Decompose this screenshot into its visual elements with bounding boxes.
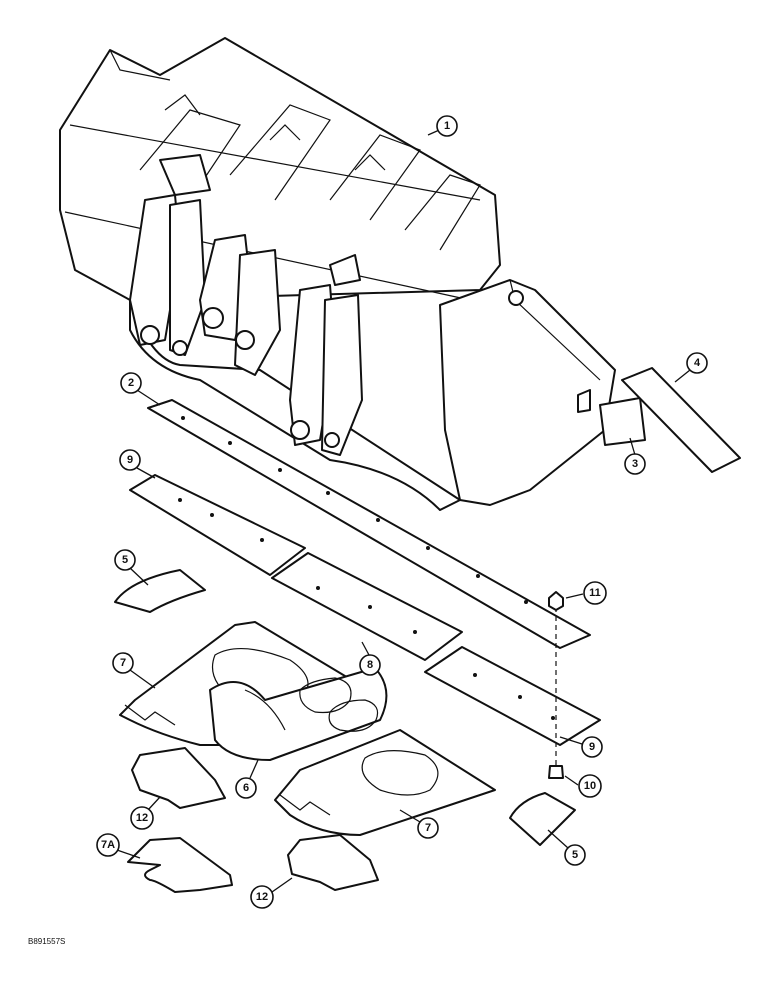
callout-7A: 7A [96,833,141,859]
edge-segment-middle [271,552,463,661]
hinge-bracket [289,284,363,456]
side-wear-strip [621,367,741,473]
bolt [548,765,564,779]
svg-text:8: 8 [367,659,373,671]
corner-pad-left [114,569,206,613]
callout-11: 11 [565,581,607,605]
callout-6: 6 [235,759,259,799]
callout-5-left: 5 [114,549,149,586]
side-block [599,397,646,446]
svg-text:7A: 7A [101,839,115,851]
callout-7-right: 7 [399,809,439,839]
svg-text:2: 2 [128,377,134,389]
svg-text:9: 9 [127,454,133,466]
bucket [59,37,616,511]
edge-segment-left [129,474,306,576]
svg-text:5: 5 [572,849,578,861]
wear-block-right [287,834,379,891]
callout-9-right: 9 [559,736,603,758]
svg-text:10: 10 [584,780,596,792]
svg-text:12: 12 [256,891,268,903]
callout-10: 10 [564,774,602,798]
hinge-bracket [129,194,206,356]
svg-text:6: 6 [243,782,249,794]
nut [548,591,564,611]
svg-text:5: 5 [122,554,128,566]
callout-3: 3 [624,437,646,475]
svg-text:7: 7 [425,822,431,834]
svg-text:3: 3 [632,458,638,470]
callout-5-right: 5 [547,829,586,866]
svg-text:4: 4 [694,357,701,369]
svg-text:12: 12 [136,812,148,824]
wear-plate-right [274,729,496,836]
shim-plate [127,837,233,893]
corner-pad-right [509,792,576,846]
callout-7-left: 7 [112,652,156,689]
callout-9-left: 9 [119,449,156,479]
callout-2: 2 [120,372,161,406]
heel-plate [209,667,388,761]
callout-8: 8 [359,641,381,676]
edge-segment-right [424,646,601,746]
svg-text:7: 7 [120,657,126,669]
callout-1: 1 [427,115,458,137]
hinge-bracket [199,234,281,376]
callout-12-right: 12 [250,877,293,909]
callout-12-left: 12 [130,796,161,830]
reference-code: B891557S [28,937,65,946]
svg-text:9: 9 [589,741,595,753]
wear-block-left [131,747,226,809]
cutting-edge [147,399,591,649]
callout-4: 4 [674,352,708,383]
svg-text:1: 1 [444,120,450,132]
svg-text:11: 11 [589,587,601,599]
